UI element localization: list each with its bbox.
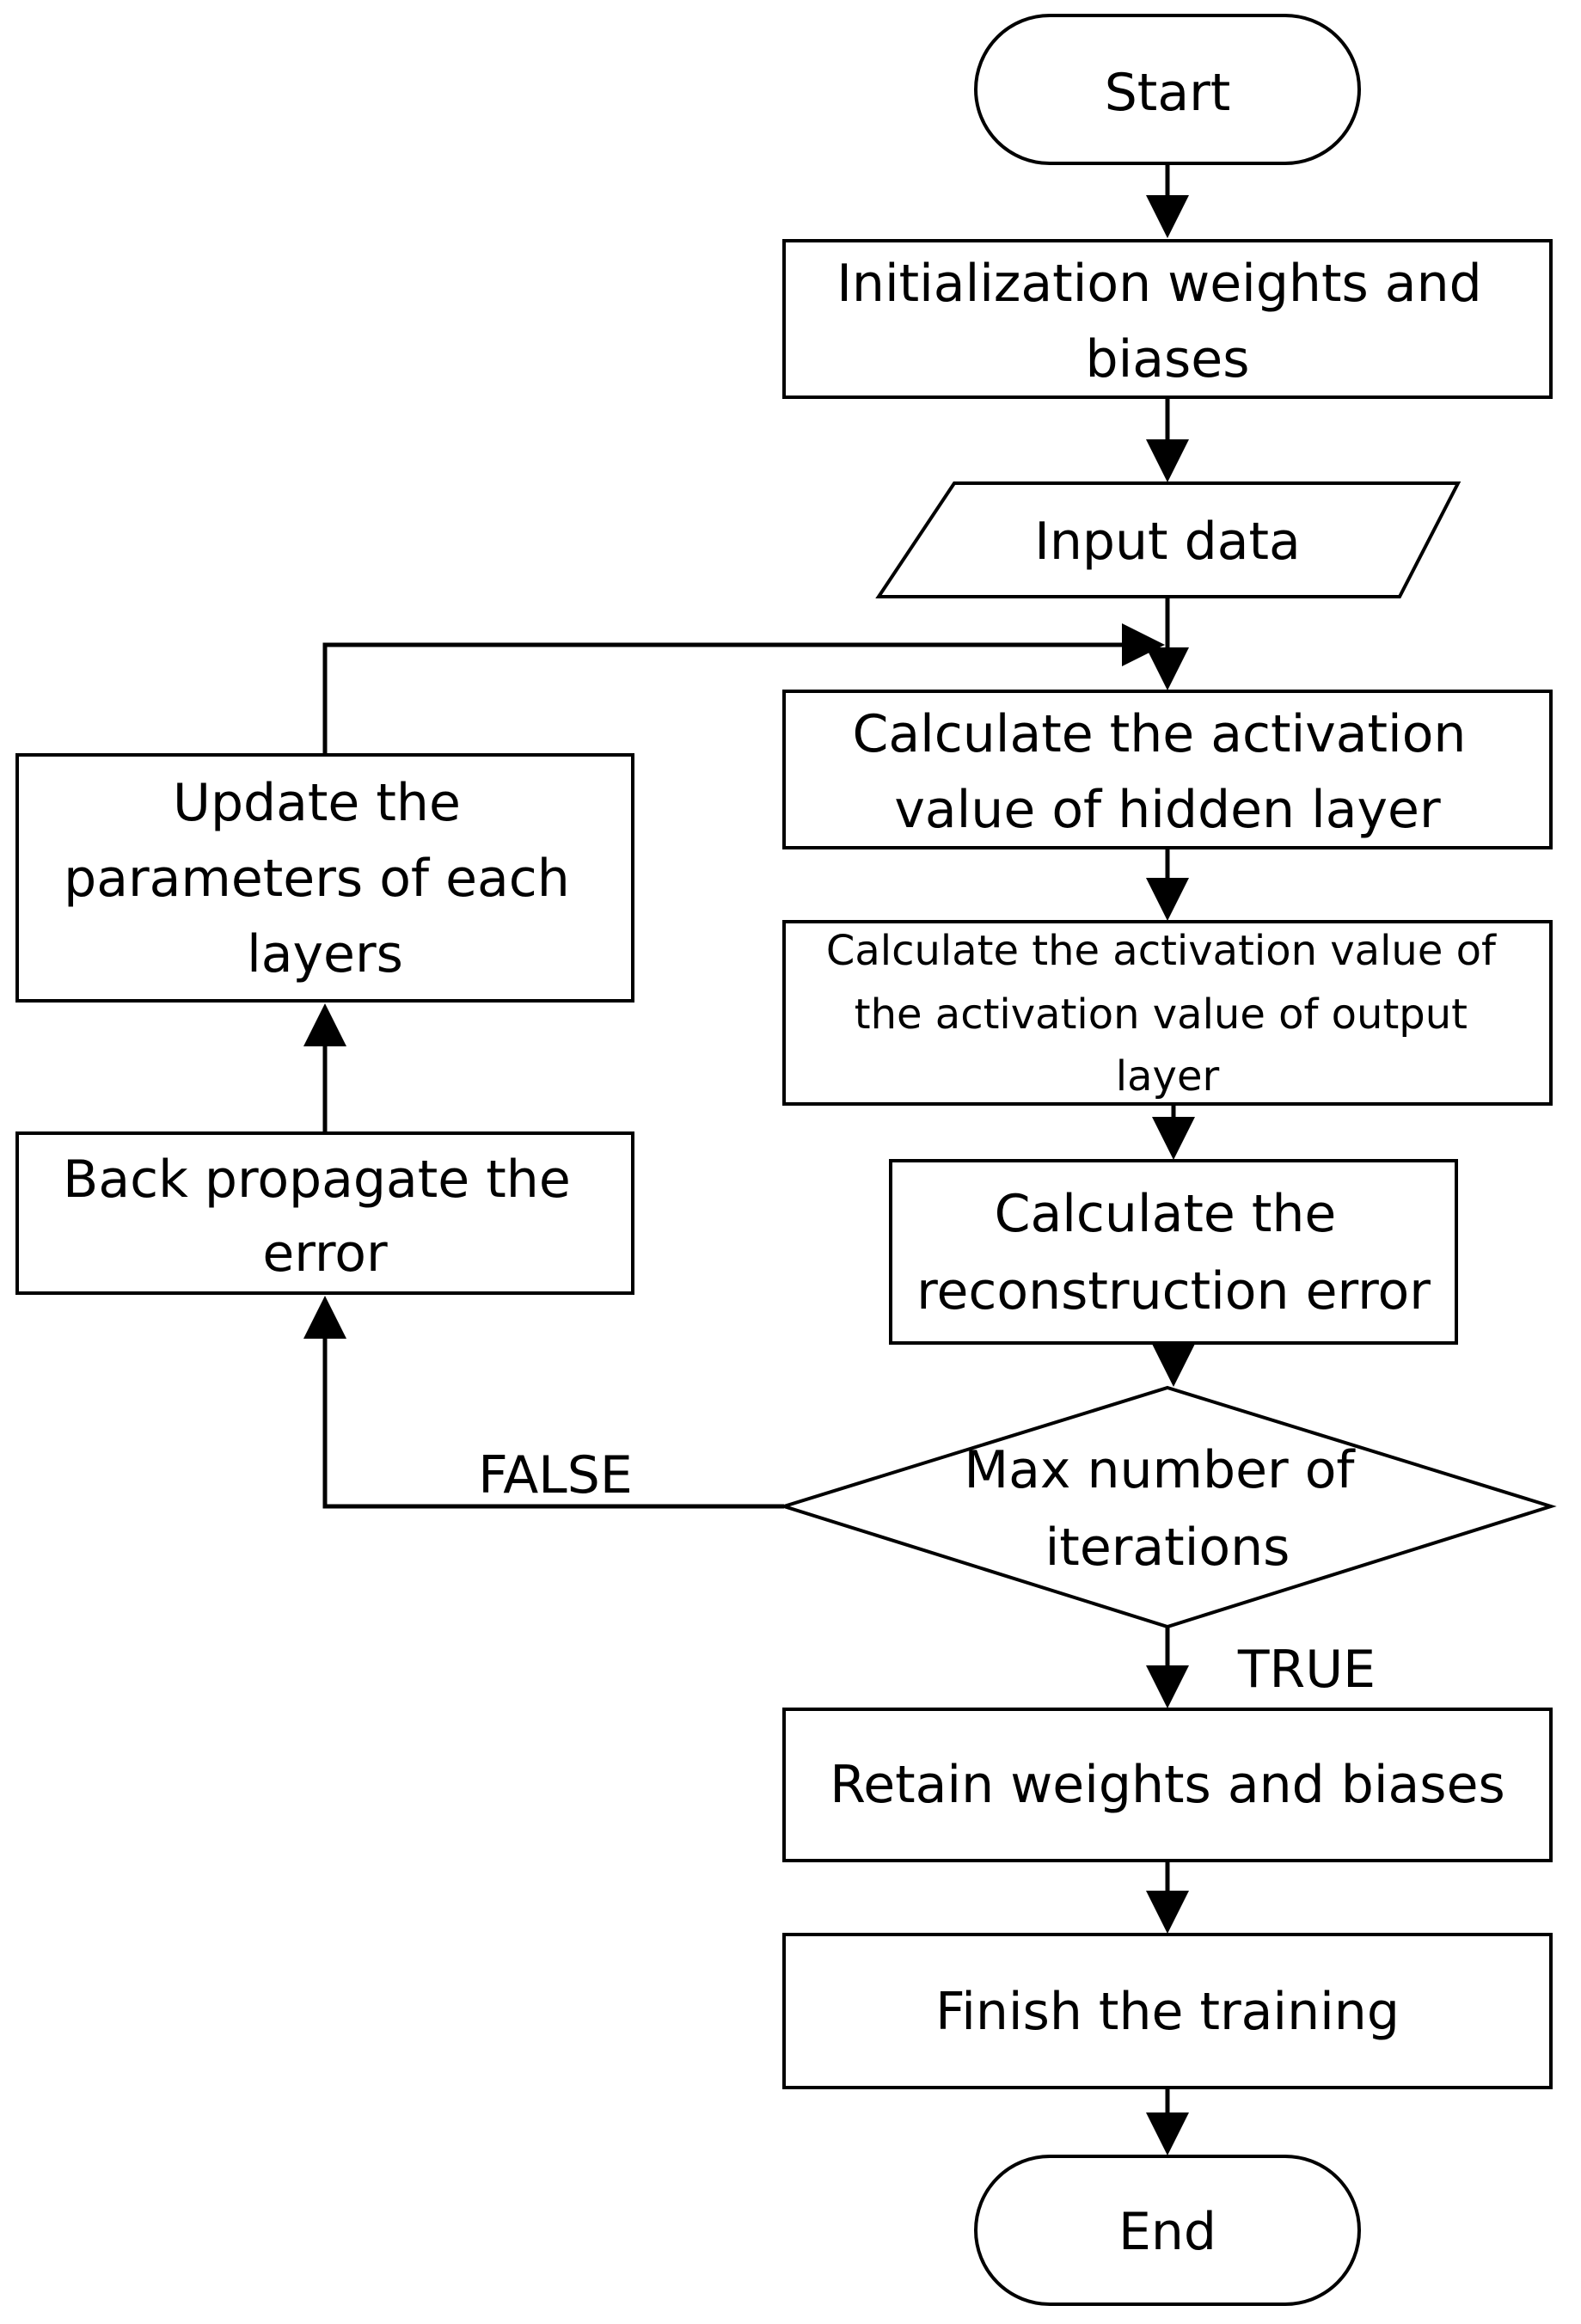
true-branch-label: TRUE <box>1237 1640 1376 1700</box>
start-terminal <box>974 14 1361 165</box>
init-process-box <box>782 239 1553 399</box>
update-label: Update the parameters of each layers <box>64 773 586 984</box>
input-data-parallelogram <box>875 481 1462 598</box>
calc-output-label: Calculate the activation value of the ac… <box>826 927 1509 1101</box>
finish-process-box <box>782 1933 1553 2089</box>
backprop-label: Back propagate the error <box>63 1150 587 1284</box>
end-label: End <box>1118 2202 1216 2262</box>
start-label: Start <box>1105 63 1231 123</box>
input-data-label: Input data <box>1034 512 1301 572</box>
calc-error-process-box <box>889 1159 1458 1345</box>
calc-hidden-label: Calculate the activation value of hidden… <box>852 704 1482 840</box>
retain-label: Retain weights and biases <box>830 1755 1505 1815</box>
finish-label: Finish the training <box>935 1982 1400 2042</box>
backprop-process-box <box>15 1131 634 1295</box>
end-terminal <box>974 2155 1361 2306</box>
false-branch-label: FALSE <box>478 1445 632 1505</box>
update-process-box <box>15 753 634 1003</box>
retain-process-box <box>782 1708 1553 1862</box>
calc-hidden-process-box <box>782 690 1553 849</box>
decision-label: Max number of iterations <box>964 1440 1370 1578</box>
calc-output-process-box <box>782 920 1553 1106</box>
max-iterations-decision <box>778 1385 1557 1629</box>
init-label: Initialization weights and biases <box>836 254 1498 389</box>
calc-error-label: Calculate the reconstruction error <box>916 1184 1431 1321</box>
edge-decision-false-to-backprop <box>303 1296 784 1509</box>
edge-update-to-hidden-loop <box>322 623 1165 755</box>
